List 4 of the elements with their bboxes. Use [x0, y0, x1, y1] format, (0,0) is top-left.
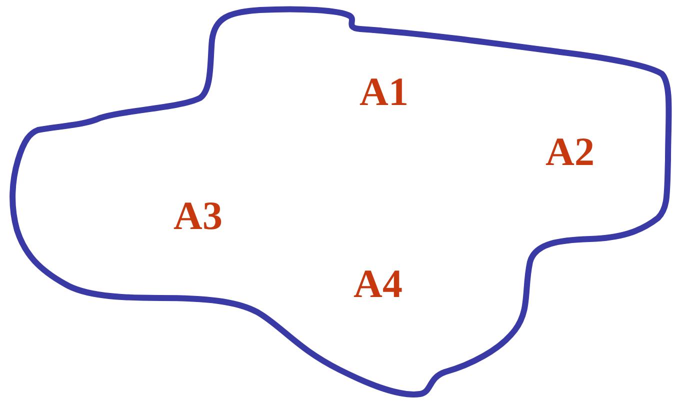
- area-label: A2: [546, 132, 594, 172]
- area-label: A3: [174, 196, 222, 236]
- area-label: A1: [360, 72, 408, 112]
- area-label: A4: [354, 264, 402, 304]
